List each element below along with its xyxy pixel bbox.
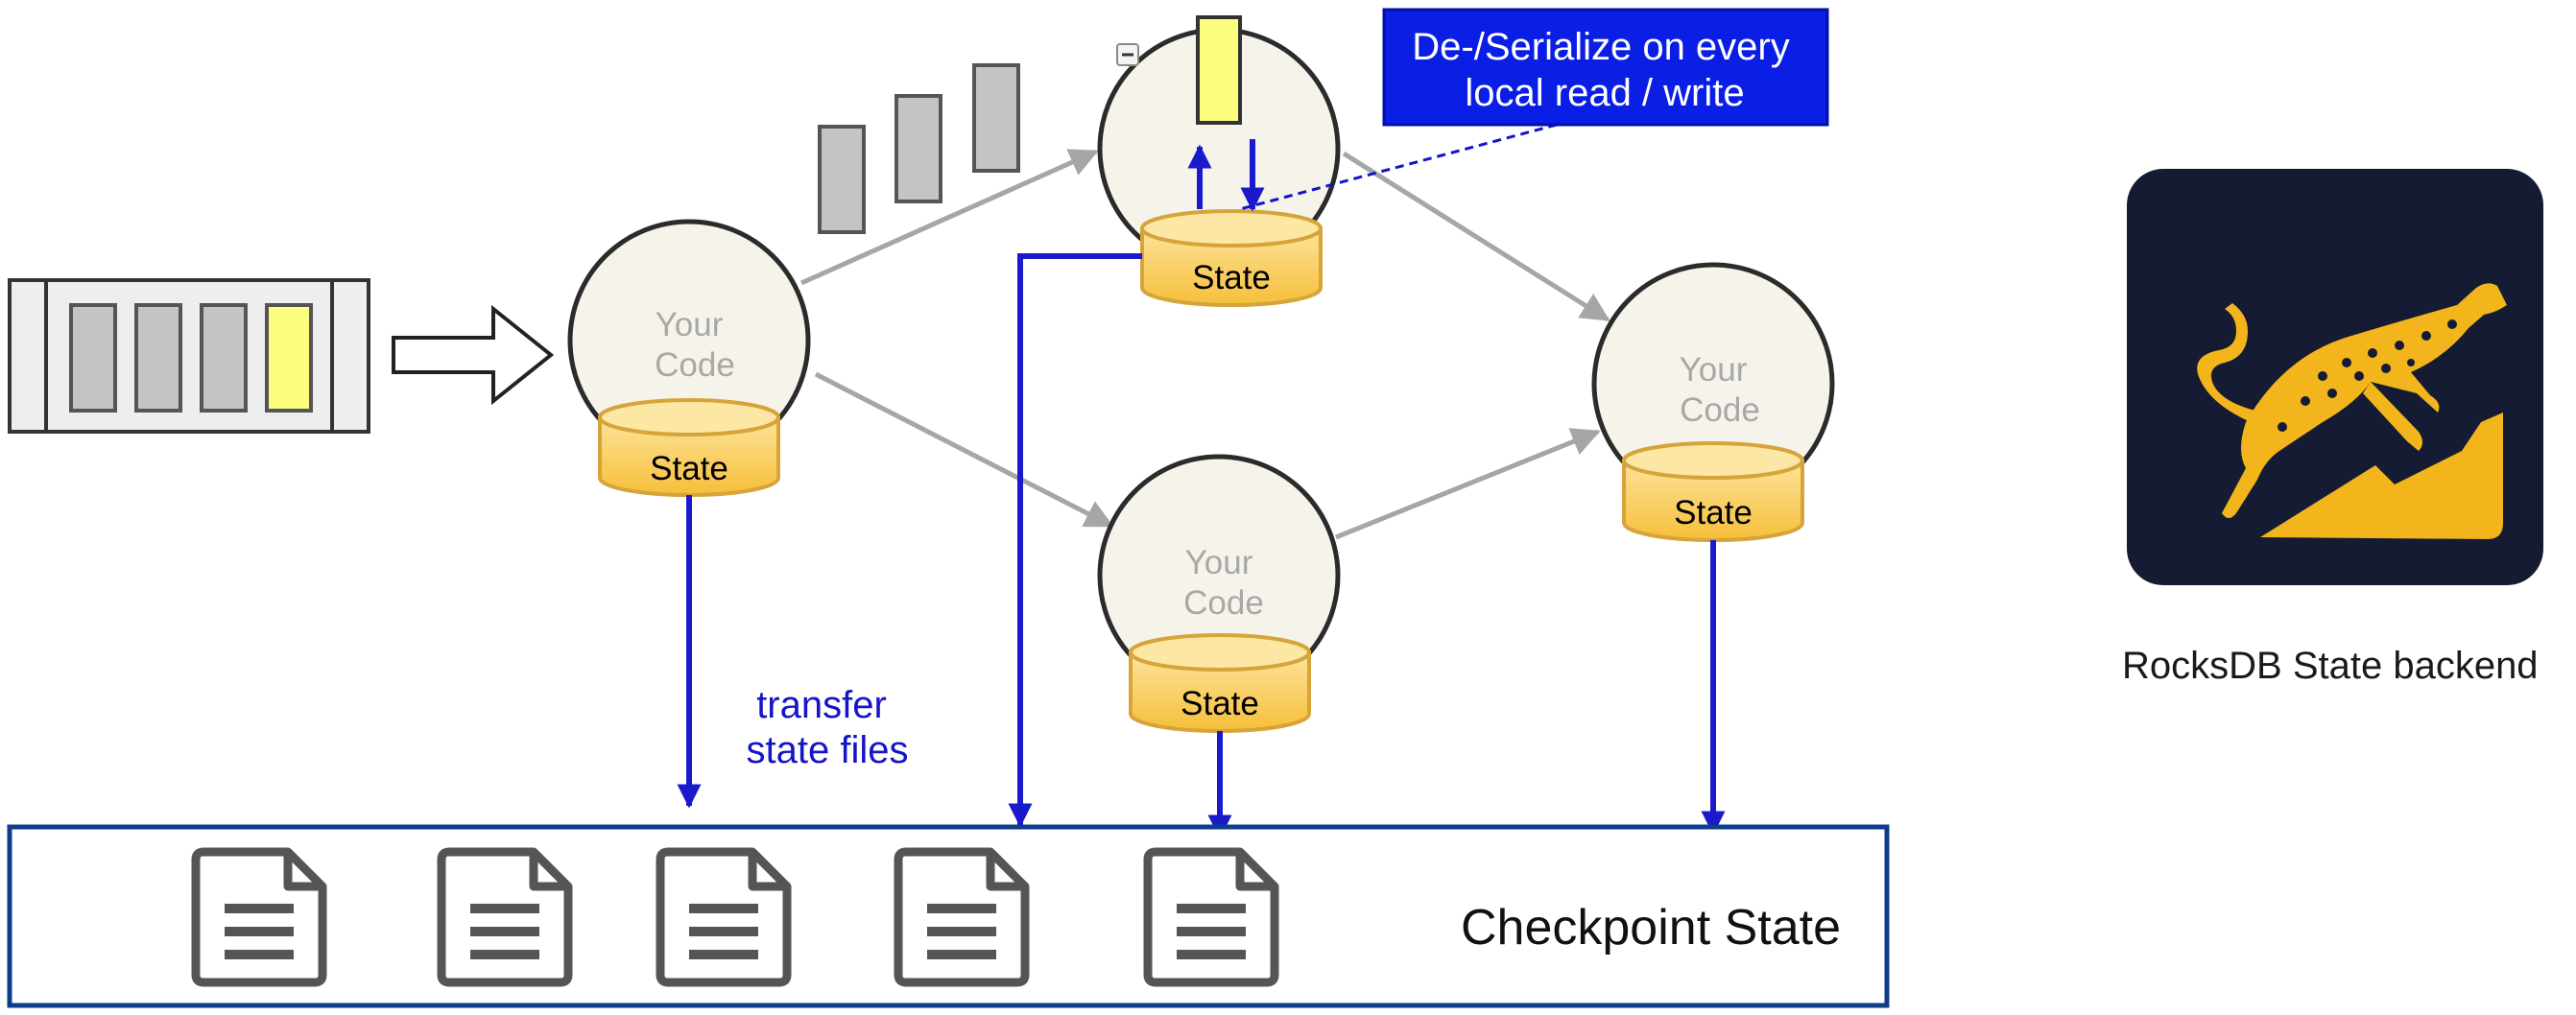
document-icon	[660, 852, 787, 982]
record-queue	[8, 278, 370, 434]
serialize-callout: De-/Serialize on every local read / writ…	[1382, 8, 1829, 127]
state-store: State	[1129, 633, 1311, 733]
document-icon	[196, 852, 322, 982]
cheetah-spots	[2278, 319, 2457, 432]
document-icon	[1148, 852, 1275, 982]
checkpoint-label: Checkpoint State	[1461, 900, 1841, 956]
state-label: State	[1192, 259, 1271, 296]
document-icon	[441, 852, 568, 982]
rocksdb-caption: RocksDB State backend	[2122, 645, 2539, 687]
records-in-flight	[818, 63, 1020, 234]
flow-arrow-a-b	[799, 149, 1099, 286]
callout-connector	[1239, 123, 1558, 211]
cheetah-logo	[2197, 283, 2507, 539]
in-flight-record	[972, 63, 1020, 173]
flow-arrow-c-d	[1335, 428, 1601, 540]
operator-node-b: State	[1097, 15, 1341, 307]
state-label: State	[650, 450, 728, 487]
state-store: State	[598, 398, 780, 497]
node-code-line2: Code	[655, 346, 735, 384]
state-store: State	[1140, 209, 1323, 307]
node-code-line1: Your	[656, 306, 724, 343]
queued-record	[134, 303, 182, 413]
transfer-label-line2: state files	[747, 729, 909, 771]
callout-line1: De-/Serialize on every	[1412, 26, 1790, 68]
transfer-label-line1: transfer	[756, 684, 887, 726]
state-store: State	[1622, 441, 1804, 542]
data-flow-arrows	[799, 149, 1610, 540]
queued-record-current	[265, 303, 313, 413]
queued-record	[200, 303, 248, 413]
current-record	[1196, 15, 1242, 125]
checkpoint-storage: Checkpoint State	[7, 824, 1890, 1008]
rocksdb-logo	[2127, 169, 2543, 585]
operator-node-a: Your Code State	[567, 219, 811, 497]
node-code-line1: Your	[1680, 351, 1748, 389]
node-code-line1: Your	[1185, 544, 1253, 581]
flow-arrow-b-d	[1342, 151, 1610, 322]
in-flight-record	[894, 94, 942, 203]
transfer-arrow-b	[1008, 253, 1142, 828]
node-code-line2: Code	[1680, 391, 1760, 429]
state-label: State	[1674, 494, 1753, 531]
document-icon	[898, 852, 1025, 982]
in-flight-record	[818, 125, 866, 234]
operator-node-c: Your Code State	[1097, 454, 1341, 733]
flow-arrow-a-c	[814, 371, 1114, 529]
queued-record	[69, 303, 117, 413]
state-label: State	[1181, 685, 1259, 722]
callout-line2: local read / write	[1465, 72, 1744, 114]
input-arrow	[392, 304, 555, 406]
operator-node-d: Your Code State	[1591, 262, 1835, 542]
node-code-line2: Code	[1183, 584, 1264, 622]
collapse-icon[interactable]	[1116, 43, 1139, 66]
checkpoint-arrows	[677, 253, 1726, 839]
